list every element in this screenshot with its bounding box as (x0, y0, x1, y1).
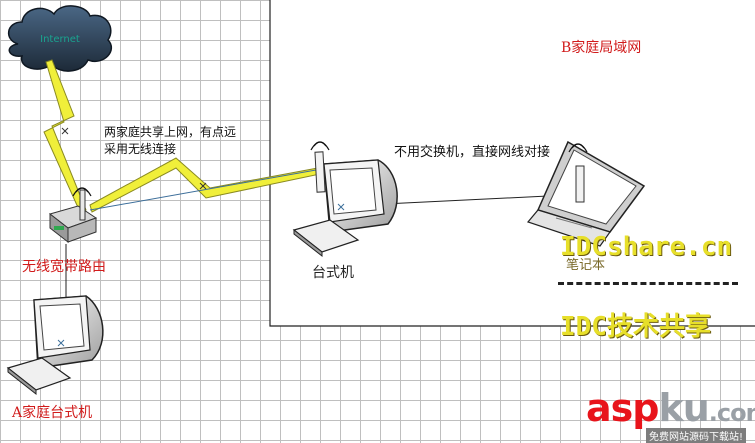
a-pc-label: A家庭台式机 (12, 405, 93, 421)
cloud-label: Internet (40, 34, 80, 45)
b-lan-label: B家庭局域网 (561, 40, 642, 56)
watermark-divider (558, 282, 738, 285)
laptop-icon (526, 140, 646, 247)
router-label: 无线宽带路由 (22, 259, 106, 275)
watermark-idc-cn: IDC技术共享 (560, 312, 711, 342)
logo-asp: asp (586, 386, 659, 430)
link-line-router-desktop (89, 169, 317, 211)
desktop-b-label: 台式机 (312, 265, 354, 281)
logo-com: .com (708, 399, 755, 427)
watermark-aspku-subtitle: 免费网站源码下载站! (646, 428, 747, 443)
internet-cloud-icon: Internet (8, 5, 113, 72)
desktop-a-icon (6, 295, 104, 396)
sharing-note: 两家庭共享上网，有点远采用无线连接 (104, 125, 237, 156)
laptop-label: 笔记本 (566, 258, 606, 273)
wireless-link-cloud-router (43, 59, 87, 213)
watermark-aspku-logo: aspku.com (586, 386, 755, 430)
direct-cable-note: 不用交换机，直接网线对接 (394, 145, 551, 160)
logo-ku: ku (658, 386, 709, 430)
wireless-router-icon (48, 187, 98, 244)
desktop-b-icon (292, 141, 398, 258)
watermark-idc-domain: IDCshare.cn (560, 232, 733, 262)
cable-desktop-laptop (383, 195, 549, 205)
